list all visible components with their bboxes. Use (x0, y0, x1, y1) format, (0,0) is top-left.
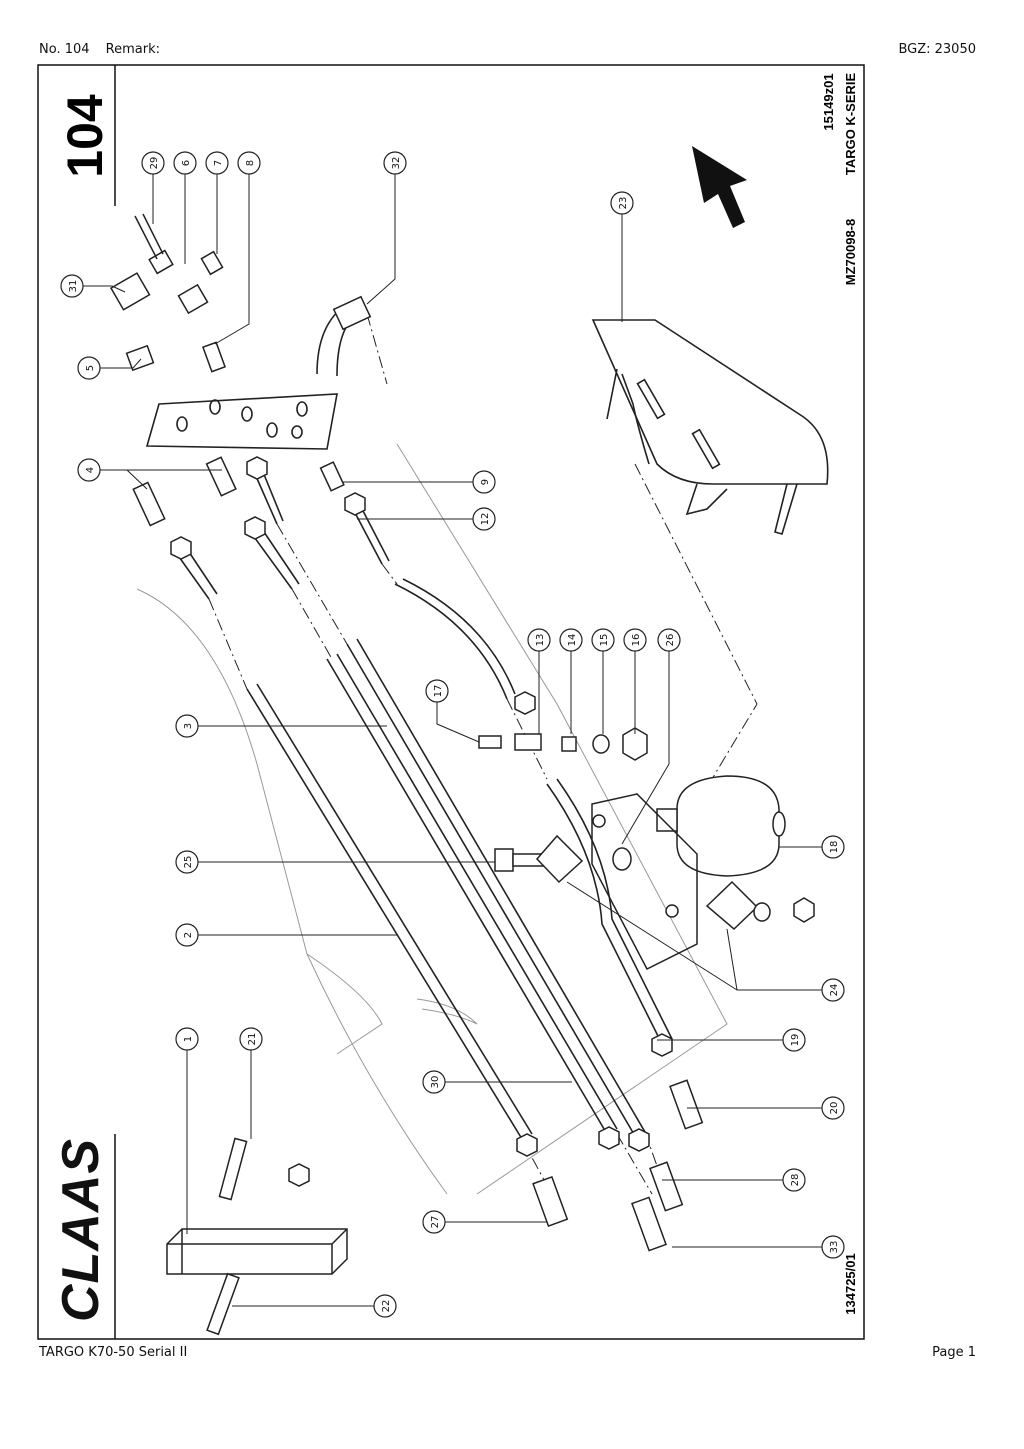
header-number: No. 104 (39, 42, 90, 57)
callout-3: 3 (183, 723, 194, 729)
callout-13: 13 (535, 634, 546, 647)
direction-arrow (692, 146, 747, 228)
callout-6: 6 (181, 160, 192, 166)
drawing-number: MZ70098-8 (843, 219, 858, 285)
callout-23: 23 (618, 197, 629, 210)
callout-31: 31 (68, 280, 79, 293)
image-code: 15149z01 (821, 73, 836, 130)
svg-text:CLAAS: CLAAS (52, 1138, 110, 1322)
callout-17: 17 (433, 685, 444, 698)
callout-1: 1 (183, 1036, 194, 1042)
callout-18: 18 (829, 841, 840, 854)
footer-page: Page 1 (932, 1345, 976, 1360)
valve-block (145, 393, 338, 450)
callout-25: 25 (183, 856, 194, 869)
callout-2: 2 (183, 932, 194, 938)
callout-33: 33 (829, 1241, 840, 1254)
callout-4: 4 (85, 467, 96, 473)
parts-diagram: 104 15149z01 TARGO K-SERIE MZ70098-8 134… (37, 64, 865, 1340)
callout-5: 5 (85, 365, 96, 371)
callout-26: 26 (665, 634, 676, 647)
callout-29: 29 (149, 157, 160, 170)
footer-model: TARGO K70-50 Serial II (39, 1345, 188, 1360)
callout-20: 20 (829, 1102, 840, 1115)
doc-code: 134725/01 (843, 1253, 858, 1314)
page-number: 104 (57, 94, 113, 178)
callout-27: 27 (430, 1216, 441, 1229)
callout-7: 7 (213, 160, 224, 166)
callout-19: 19 (790, 1034, 801, 1047)
series-label: TARGO K-SERIE (843, 73, 858, 176)
header-remark: Remark: (105, 42, 161, 57)
cover-plate (591, 319, 829, 535)
callout-30: 30 (430, 1076, 441, 1089)
claas-logo: CLAAS (52, 1138, 110, 1322)
callout-28: 28 (790, 1174, 801, 1187)
callout-12: 12 (480, 513, 491, 526)
callout-22: 22 (381, 1300, 392, 1313)
callout-24: 24 (829, 984, 840, 997)
callout-8: 8 (245, 160, 256, 166)
callout-15: 15 (599, 634, 610, 647)
callout-9: 9 (480, 479, 491, 485)
callout-14: 14 (567, 634, 578, 647)
header-bgz: BGZ: 23050 (898, 42, 976, 57)
header-left: No. 104 Remark: (39, 42, 172, 57)
callout-21: 21 (247, 1033, 258, 1046)
callout-16: 16 (631, 634, 642, 647)
callout-32: 32 (391, 157, 402, 170)
